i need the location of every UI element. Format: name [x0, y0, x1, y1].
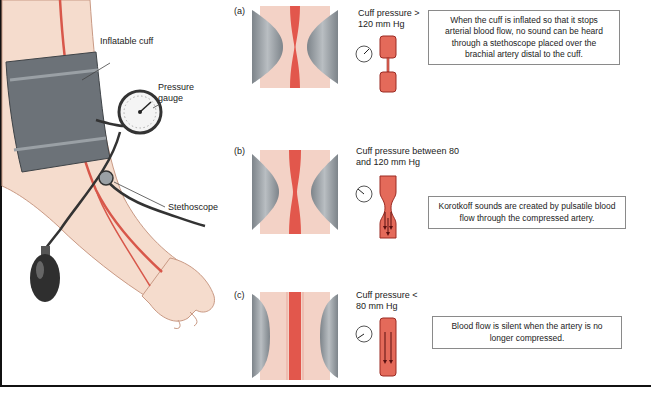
panel-letter: (c)	[234, 290, 245, 301]
caption-text: When the cuff is inflated so that it sto…	[436, 15, 612, 59]
gauge-icon	[356, 186, 372, 202]
compressed-artery	[252, 6, 338, 88]
gauge-needle	[358, 189, 364, 194]
gauge-needle	[358, 334, 364, 338]
caption-box: Korotkoff sounds are created by pulsatil…	[428, 196, 626, 229]
gauge-icon	[356, 46, 372, 62]
caption-text: Korotkoff sounds are created by pulsatil…	[436, 201, 618, 223]
part-label: Stethoscope	[168, 202, 238, 213]
open-artery	[252, 292, 338, 380]
panel-letter: (a)	[234, 6, 245, 17]
artery-tube-icon	[380, 36, 396, 92]
artery-tube-icon	[380, 318, 396, 376]
part-label: Cuff pressure between 80 and 120 mm Hg	[356, 146, 460, 168]
frame-line	[0, 385, 651, 387]
caption-box: When the cuff is inflated so that it sto…	[428, 10, 620, 65]
part-label: Cuff pressure > 120 mm Hg	[358, 8, 422, 30]
part-label: Cuff pressure < 80 mm Hg	[356, 290, 420, 312]
partly-compressed-artery	[252, 150, 338, 234]
caption-text: Blood flow is silent when the artery is …	[440, 321, 614, 343]
caption-box: Blood flow is silent when the artery is …	[432, 316, 622, 349]
part-label: Pressure gauge	[158, 82, 218, 104]
arm-illustration	[2, 0, 215, 329]
gauge-icon	[356, 326, 372, 342]
panel-letter: (b)	[234, 146, 245, 157]
artery-tube-icon	[380, 176, 396, 238]
part-label: Inflatable cuff	[100, 36, 158, 47]
gauge-needle	[364, 49, 369, 54]
